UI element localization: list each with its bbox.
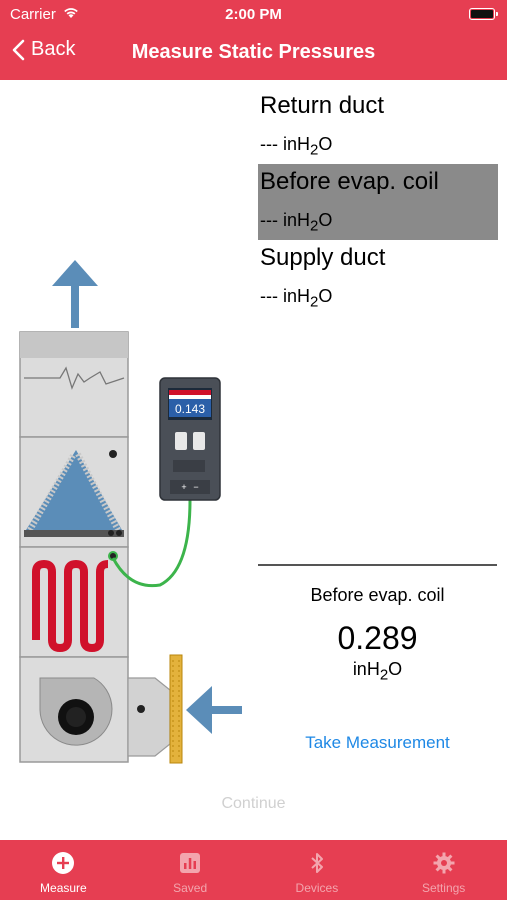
tab-label: Devices <box>295 881 339 895</box>
chevron-left-icon <box>12 39 25 60</box>
detail-unit: inH2O <box>352 659 403 684</box>
reading-value: --- inH2O <box>260 210 333 235</box>
section-divider <box>258 564 497 566</box>
tab-label: Settings <box>421 881 466 895</box>
page-title: Measure Static Pressures <box>131 41 376 63</box>
manometer-device: 0.143 + − <box>159 377 221 501</box>
take-measurement-button[interactable]: Take Measurement <box>305 733 450 752</box>
nav-header: Carrier 2:00 PM Back Measure Static Pres… <box>0 0 507 80</box>
tab-label: Measure <box>40 881 87 895</box>
tab-measure[interactable]: Measure <box>0 840 127 900</box>
reading-return-duct[interactable]: Return duct --- inH2O <box>258 88 498 164</box>
status-bar: Carrier 2:00 PM <box>0 0 507 28</box>
back-label: Back <box>31 38 76 60</box>
bluetooth-icon <box>311 853 323 873</box>
reading-before-evap-coil[interactable]: Before evap. coil --- inH2O <box>258 164 498 240</box>
battery-icon <box>469 8 498 20</box>
reading-label: Before evap. coil <box>260 168 439 195</box>
return-airflow-arrow <box>186 686 242 734</box>
chart-icon <box>180 853 201 873</box>
continue-button[interactable]: Continue <box>221 795 286 812</box>
furnace-diagram: 0.143 + − <box>19 260 242 764</box>
detail-label: Before evap. coil <box>310 585 445 605</box>
tab-label: Saved <box>173 881 208 895</box>
reading-value: --- inH2O <box>260 134 333 159</box>
gear-icon <box>433 852 455 874</box>
supply-airflow-arrow <box>52 260 98 328</box>
wifi-icon <box>62 6 80 24</box>
meter-minus-port: − <box>193 482 198 492</box>
reading-label: Supply duct <box>260 244 386 271</box>
measurement-detail: Before evap. coil 0.289 inH2O <box>258 585 497 684</box>
tab-saved[interactable]: Saved <box>127 840 254 900</box>
blower-section <box>19 654 183 764</box>
reading-value: --- inH2O <box>260 286 333 311</box>
tab-bar: Measure Saved Devices <box>0 840 507 900</box>
reading-label: Return duct <box>260 92 385 119</box>
heater-section <box>19 546 129 658</box>
readings-list: Return duct --- inH2O Before evap. coil … <box>258 88 498 316</box>
tab-devices[interactable]: Devices <box>254 840 381 900</box>
tab-settings[interactable]: Settings <box>380 840 507 900</box>
status-time: 2:00 PM <box>225 6 282 23</box>
meter-display-value: 0.143 <box>175 402 205 416</box>
reading-supply-duct[interactable]: Supply duct --- inH2O <box>258 240 498 316</box>
carrier-label: Carrier <box>10 6 56 23</box>
detail-value: 0.289 <box>337 620 418 656</box>
meter-plus-port: + <box>181 482 186 492</box>
back-button[interactable]: Back <box>12 38 75 61</box>
supply-plenum <box>19 331 129 438</box>
evap-coil-section <box>19 436 129 548</box>
pressure-hose <box>111 499 192 588</box>
plus-circle-icon <box>52 852 75 874</box>
